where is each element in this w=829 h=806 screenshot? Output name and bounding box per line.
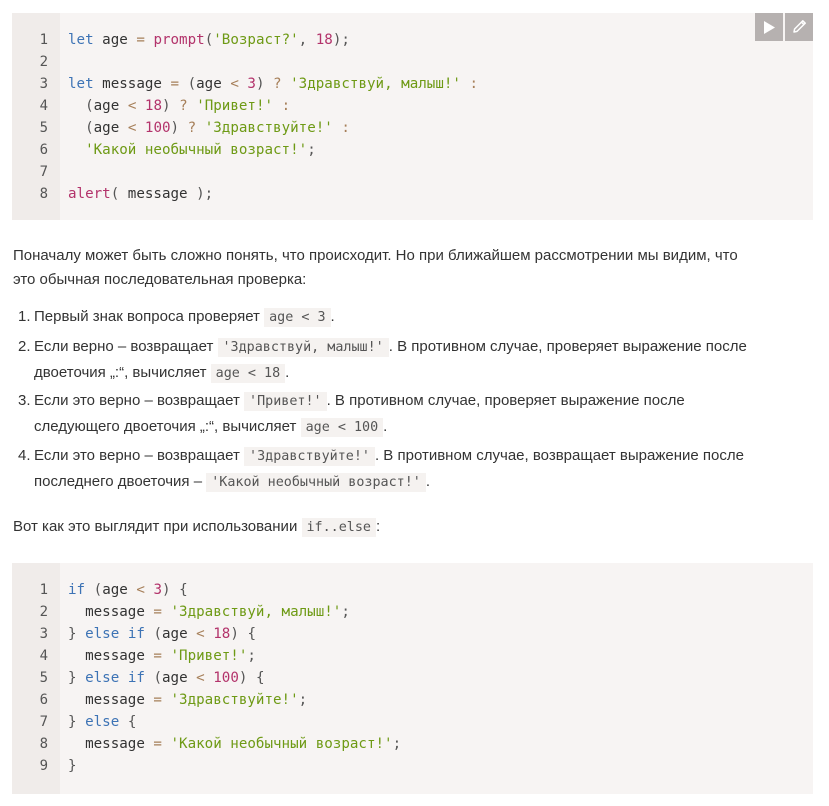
pencil-icon [793,20,806,33]
line-number: 4 [39,648,48,664]
inline-code: 'Здравствуйте!' [244,447,375,466]
inline-code: if..else [301,518,376,537]
inline-code: 'Привет!' [244,392,327,411]
code-text: 'Какой необычный возраст!'; [85,142,316,158]
line-number: 9 [39,758,48,774]
list-item: 4.Если это верно – возвращает 'Здравству… [18,443,808,495]
list-item: 2.Если верно – возвращает 'Здравствуй, м… [18,334,808,386]
line-number-gutter [12,13,60,220]
code-text: } [68,758,77,774]
if-else-intro: Вот как это выглядит при использовании i… [13,518,381,537]
list-marker: 4. [18,447,31,464]
list-marker: 3. [18,392,31,409]
line-number: 3 [39,76,48,92]
inline-code: 'Здравствуй, малыш!' [217,338,389,357]
code-text: if (age < 3) { [68,582,188,598]
list-item: 3.Если это верно – возвращает 'Привет!'.… [18,388,808,440]
code-text: alert( message ); [68,186,214,202]
line-number: 6 [39,692,48,708]
code-text: } else { [68,714,137,730]
line-number: 7 [39,164,48,180]
line-number: 1 [39,32,48,48]
play-icon [764,20,775,34]
line-number: 3 [39,626,48,642]
code-block-if-else: 1 if (age < 3) { 2 message = 'Здравствуй, … [12,563,813,794]
line-number: 5 [39,670,48,686]
run-button[interactable] [755,13,783,41]
line-number: 2 [39,604,48,620]
code-text: } else if (age < 100) { [68,670,265,686]
code-text: (age < 18) ? 'Привет!' : [85,98,291,114]
line-number: 7 [39,714,48,730]
line-number: 2 [39,54,48,70]
code-text: message = 'Привет!'; [68,648,256,664]
intro-paragraph: Поначалу может быть сложно понять, что п… [13,244,813,292]
line-number: 8 [39,736,48,752]
code-toolbar [753,13,813,41]
list-marker: 2. [18,338,31,355]
intro-line-2: это обычная последовательная проверка: [13,271,307,288]
inline-code: age < 100 [300,418,384,437]
edit-button[interactable] [785,13,813,41]
code-text: } else if (age < 18) { [68,626,256,642]
list-marker: 1. [18,308,31,325]
code-block-ternary: 1 let age = prompt('Возраст?', 18); 2 3 let … [12,13,813,220]
code-text: message = 'Какой необычный возраст!'; [68,736,402,752]
inline-code: age < 3 [264,308,331,327]
code-text: let message = (age < 3) ? 'Здравствуй, м… [68,76,479,92]
line-number: 8 [39,186,48,202]
code-text: let age = prompt('Возраст?', 18); [68,32,350,48]
code-text: (age < 100) ? 'Здравствуйте!' : [85,120,350,136]
intro-line-1: Поначалу может быть сложно понять, что п… [13,247,738,264]
code-text: message = 'Здравствуйте!'; [68,692,308,708]
inline-code: age < 18 [210,364,286,383]
line-number: 4 [39,98,48,114]
line-number: 6 [39,142,48,158]
line-number: 1 [39,582,48,598]
list-item: 1.Первый знак вопроса проверяет age < 3. [18,304,808,330]
code-text: message = 'Здравствуй, малыш!'; [68,604,350,620]
inline-code: 'Какой необычный возраст!' [206,473,426,492]
line-number-gutter [12,563,60,794]
line-number: 5 [39,120,48,136]
